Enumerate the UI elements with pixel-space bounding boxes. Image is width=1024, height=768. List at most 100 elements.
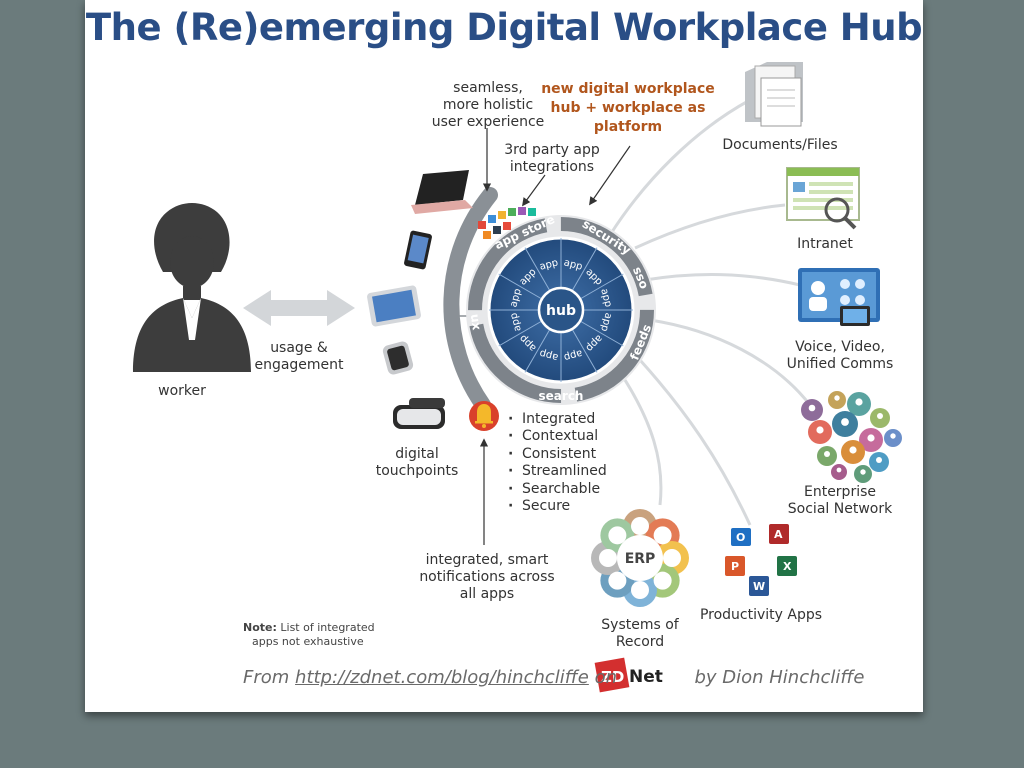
qualities-list: Integrated Contextual Consistent Streaml… <box>508 411 607 515</box>
hub-center-label: hub <box>546 303 576 319</box>
spoke-voice <box>644 273 801 287</box>
phone-icon <box>404 230 432 270</box>
social-person-icon <box>808 404 816 412</box>
spoke-documents <box>608 98 751 236</box>
hub-app-label: app <box>538 347 559 362</box>
erp-petal-icon <box>663 549 681 567</box>
laptop-icon <box>411 170 473 214</box>
label-social: Enterprise Social Network <box>787 484 893 517</box>
social-person-icon <box>876 457 882 463</box>
social-person-icon <box>890 433 896 439</box>
erp-petal-icon <box>599 549 617 567</box>
hub-sector-line <box>498 320 543 347</box>
erp-systems-icon <box>591 509 689 607</box>
social-person-icon <box>867 434 875 442</box>
social-person-icon <box>849 446 857 454</box>
ring-label-search: search <box>539 389 584 403</box>
label-voice: Voice, Video, Unified Comms <box>786 339 894 372</box>
quality-item: Integrated <box>508 411 607 428</box>
social-person-icon <box>834 395 840 401</box>
erp-petal-icon <box>631 517 649 535</box>
spokes <box>608 98 812 526</box>
label-documents: Documents/Files <box>722 137 838 153</box>
zdnet-logo-icon: ZD Net <box>594 657 663 693</box>
spoke-productivity <box>638 358 752 526</box>
intranet-browser-icon <box>786 167 860 230</box>
label-worker: worker <box>158 383 206 399</box>
app-tiles-icon <box>478 207 536 239</box>
hub-sector-line <box>498 273 543 300</box>
svg-text:ZD: ZD <box>601 668 624 686</box>
arrow-new-hub <box>589 145 631 206</box>
erp-petal-icon <box>631 581 649 599</box>
video-conference-icon <box>798 268 880 326</box>
arrow-third-party <box>522 174 546 207</box>
erp-petal-icon <box>653 526 672 545</box>
hub-app-label: app <box>563 257 584 272</box>
usage-double-arrow-icon <box>243 290 355 326</box>
tablet-icon <box>367 285 421 327</box>
quality-item: Secure <box>508 498 607 515</box>
quality-item: Streamlined <box>508 463 607 480</box>
erp-petal-icon <box>608 571 627 590</box>
hub-sector-line <box>571 247 598 292</box>
hub-app-label: app <box>508 312 523 333</box>
note: Note: List of integrated apps not exhaus… <box>243 621 375 648</box>
slide-title: The (Re)emerging Digital Workplace Hub <box>85 6 923 49</box>
hub-app-label: app <box>538 257 559 272</box>
erp-label: ERP <box>625 551 656 567</box>
annotation-arrows <box>479 128 631 545</box>
svg-text:P: P <box>731 560 739 573</box>
slide: The (Re)emerging Digital Workplace Hub <box>85 0 923 712</box>
label-seamless: seamless, more holistic user experience <box>431 80 545 130</box>
social-person-icon <box>877 413 883 419</box>
vr-headset-icon <box>393 398 445 429</box>
hub-core <box>537 286 585 334</box>
svg-text:X: X <box>783 560 792 573</box>
ux-arc <box>443 187 498 413</box>
social-person-icon <box>855 398 863 406</box>
hub-sector-line <box>524 247 551 292</box>
hub-app-label: app <box>563 347 584 362</box>
hub-sector-line <box>579 320 624 347</box>
label-productivity: Productivity Apps <box>699 607 823 623</box>
hub-sector-line <box>571 328 598 373</box>
label-new-hub: new digital workplace hub + workplace as… <box>541 81 715 135</box>
label-touchpoints: digital touchpoints <box>375 446 459 479</box>
svg-text:W: W <box>753 580 765 593</box>
label-third-party: 3rd party app integrations <box>504 142 600 175</box>
ring-label-ux: ux <box>468 313 484 331</box>
svg-text:A: A <box>774 528 783 541</box>
label-usage: usage & engagement <box>254 340 344 373</box>
productivity-apps-icon: O A P X W <box>725 524 797 596</box>
social-person-icon <box>841 418 849 426</box>
spoke-systems <box>623 379 663 506</box>
erp-petal-icon <box>653 571 672 590</box>
social-person-icon <box>816 426 824 434</box>
quality-item: Searchable <box>508 481 607 498</box>
social-network-icon <box>801 391 902 483</box>
footer-credit: From http://zdnet.com/blog/hinchcliffe o… <box>243 667 865 688</box>
hub-sector-line <box>524 328 551 373</box>
quality-item: Consistent <box>508 446 607 463</box>
hub-sector-line <box>579 273 624 300</box>
spoke-intranet <box>634 203 786 250</box>
label-notifications: integrated, smart notifications across a… <box>419 552 555 602</box>
social-person-icon <box>860 469 866 475</box>
social-person-icon <box>824 451 830 457</box>
svg-text:Net: Net <box>629 667 663 687</box>
source-link[interactable]: http://zdnet.com/blog/hinchcliffe <box>295 667 589 688</box>
hub-service-ring <box>468 217 654 403</box>
erp-petal-icon <box>608 526 627 545</box>
hub-app-label: app <box>598 312 613 333</box>
notification-bell-icon <box>469 401 499 431</box>
label-intranet: Intranet <box>797 236 853 252</box>
hub-app-label: app <box>508 287 523 308</box>
documents-folder-icon <box>745 62 803 127</box>
quality-item: Contextual <box>508 428 607 445</box>
worker-icon <box>133 203 251 372</box>
smartwatch-icon <box>382 341 414 375</box>
label-systems: Systems of Record <box>601 617 679 650</box>
social-person-icon <box>836 467 842 473</box>
